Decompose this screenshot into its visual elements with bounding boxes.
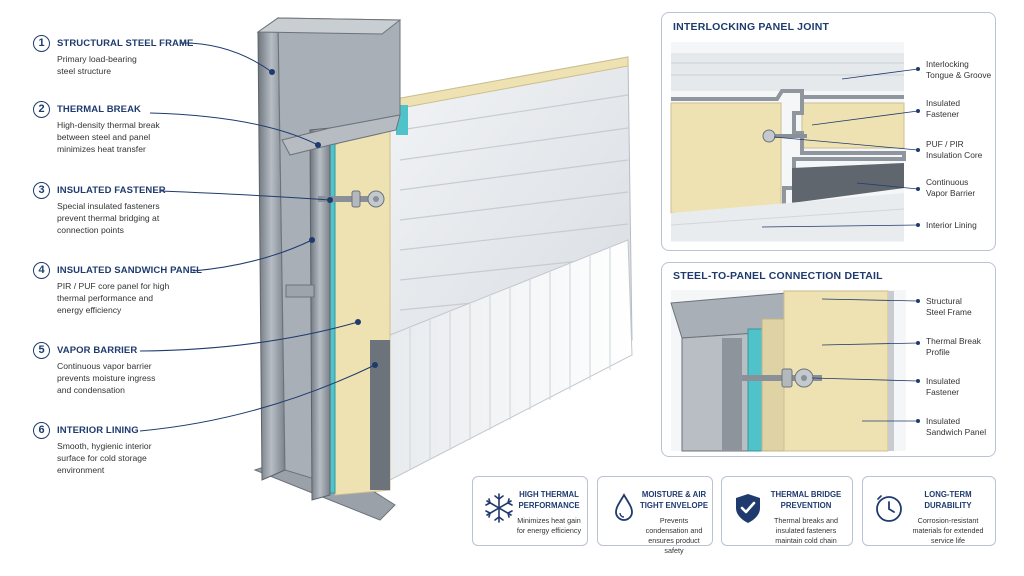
lining-ribs [409, 248, 611, 470]
connection-callout-steel-frame: Structural Steel Frame [926, 296, 972, 317]
joint-callout-core: PUF / PIR Insulation Core [926, 139, 983, 160]
fastener-illustration [318, 190, 385, 208]
water-drop-icon [615, 493, 633, 521]
legend-desc: Continuous vapor barrier prevents moistu… [57, 361, 156, 396]
shield-check-icon [736, 494, 760, 523]
legend-desc: Smooth, hygienic interior surface for co… [57, 441, 152, 476]
steel-column-top [256, 17, 402, 35]
joint-detail-drawing [670, 42, 920, 242]
legend-number: 5 [33, 342, 50, 359]
legend-title: INSULATED FASTENER [57, 185, 166, 196]
feature-desc: Corrosion-resistant materials for extend… [912, 516, 984, 545]
vapor-barrier [370, 340, 390, 490]
feature-title: MOISTURE & AIR TIGHT ENVELOPE [640, 490, 709, 510]
legend-desc: High-density thermal break between steel… [57, 120, 160, 155]
steel-ledge [281, 114, 401, 156]
connection-panel-title: STEEL-TO-PANEL CONNECTION DETAIL [673, 270, 883, 282]
legend-title: INSULATED SANDWICH PANEL [57, 265, 203, 276]
feature-title: HIGH THERMAL PERFORMANCE [518, 490, 580, 510]
joint-detail-panel: INTERLOCKING PANEL JOINT Interloc [661, 12, 996, 251]
joint-callout-tongue-groove: Interlocking Tongue & Groove [926, 59, 992, 80]
legend-number: 2 [33, 101, 50, 118]
snowflake-icon [485, 493, 513, 523]
connection-callout-fastener: Insulated Fastener [926, 376, 960, 397]
connection-detail-panel: STEEL-TO-PANEL CONNECTION DETAIL Structu… [661, 262, 996, 457]
clock-icon [876, 495, 902, 522]
legend-title: VAPOR BARRIER [57, 345, 138, 356]
joint-callout-lining: Interior Lining [926, 220, 977, 230]
legend-number: 3 [33, 182, 50, 199]
feature-title: THERMAL BRIDGE PREVENTION [770, 490, 842, 510]
legend-number: 4 [33, 262, 50, 279]
feature-title: LONG-TERM DURABILITY [924, 490, 972, 510]
legend-number: 1 [33, 35, 50, 52]
connection-callout-sandwich-panel: Insulated Sandwich Panel [926, 416, 987, 437]
legend-desc: PIR / PUF core panel for high thermal pe… [57, 281, 170, 316]
feature-card-moisture: MOISTURE & AIR TIGHT ENVELOPE Prevents c… [597, 476, 713, 555]
feature-card-durability: LONG-TERM DURABILITY Corrosion-resistant… [862, 476, 996, 546]
feature-card-thermal: HIGH THERMAL PERFORMANCE Minimizes heat … [472, 476, 588, 546]
legend-desc: Primary load-bearing steel structure [57, 54, 137, 77]
steel-stiffener [285, 284, 315, 298]
feature-desc: Prevents condensation and ensures produc… [645, 516, 703, 555]
joint-callout-fastener: Insulated Fastener [926, 98, 960, 119]
joint-callout-vapor-barrier: Continuous Vapor Barrier [926, 177, 976, 198]
legend-title: STRUCTURAL STEEL FRAME [57, 38, 194, 49]
legend-title: INTERIOR LINING [57, 425, 139, 436]
connection-detail-drawing [670, 290, 920, 452]
legend-title: THERMAL BREAK [57, 104, 141, 115]
legend-desc: Special insulated fasteners prevent ther… [57, 201, 160, 236]
connection-callout-thermal-break: Thermal Break Profile [926, 336, 981, 357]
steel-column-flange-inner [309, 127, 331, 501]
feature-card-thermal-bridge: THERMAL BRIDGE PREVENTION Thermal breaks… [721, 476, 853, 546]
feature-desc: Minimizes heat gain for energy efficienc… [516, 516, 582, 535]
feature-desc: Thermal breaks and insulated fasteners m… [774, 516, 838, 545]
legend-number: 6 [33, 422, 50, 439]
joint-panel-title: INTERLOCKING PANEL JOINT [673, 21, 830, 33]
